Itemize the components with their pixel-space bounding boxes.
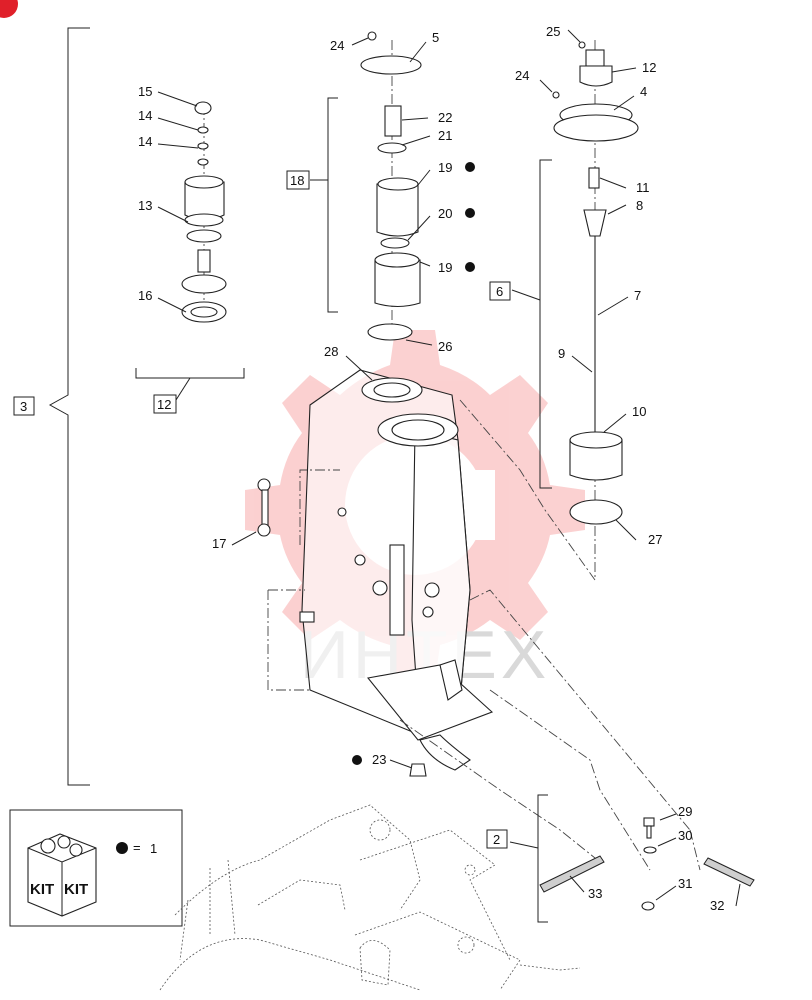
callout-19b: 19: [438, 260, 452, 275]
kit-dot-20: [465, 208, 475, 218]
callout-26: 26: [438, 339, 452, 354]
callout-20: 20: [438, 206, 452, 221]
callout-17: 17: [212, 536, 226, 551]
callout-12a: 12: [642, 60, 656, 75]
kit-dot-19a: [465, 162, 475, 172]
callout-28: 28: [324, 344, 338, 359]
hydraulic-tank: [299, 369, 494, 771]
kit-dot-19b: [465, 262, 475, 272]
callout-21: 21: [438, 128, 452, 143]
callout-29: 29: [678, 804, 692, 819]
callout-30: 30: [678, 828, 692, 843]
corner-marker-icon: [0, 0, 18, 18]
callout-24b: 24: [515, 68, 529, 83]
callout-22: 22: [438, 110, 452, 125]
callout-7: 7: [634, 288, 641, 303]
callout-13: 13: [138, 198, 152, 213]
callout-15: 15: [138, 84, 152, 99]
kit-legend-value: 1: [150, 841, 157, 856]
callout-6: 6: [496, 284, 503, 299]
filter-assembly: [360, 31, 422, 341]
callout-18: 18: [290, 173, 304, 188]
callout-12b: 12: [157, 397, 171, 412]
callout-19a: 19: [438, 160, 452, 175]
linkage-rod: [257, 478, 347, 537]
callout-16: 16: [138, 288, 152, 303]
valve-kit-assembly: [181, 101, 227, 323]
callout-11: 11: [636, 180, 650, 195]
kit-legend: KIT KIT = 1: [9, 809, 183, 927]
kit-label-2: KIT: [64, 881, 88, 898]
callout-10: 10: [632, 404, 646, 419]
callout-24a: 24: [330, 38, 344, 53]
callout-5: 5: [432, 30, 439, 45]
kit-dot-23: [352, 755, 362, 765]
callout-27: 27: [648, 532, 662, 547]
callout-32: 32: [710, 898, 724, 913]
pin-32: [703, 857, 755, 887]
callout-31: 31: [678, 876, 692, 891]
callout-3: 3: [20, 399, 27, 414]
callout-2: 2: [493, 832, 500, 847]
callout-33: 33: [588, 886, 602, 901]
pin-33: [539, 855, 605, 893]
callout-25: 25: [546, 24, 560, 39]
callout-4: 4: [640, 84, 647, 99]
kit-legend-equals: =: [133, 840, 141, 855]
callout-8: 8: [636, 198, 643, 213]
callout-9: 9: [558, 346, 565, 361]
machine-frame: [159, 804, 581, 991]
callout-23: 23: [372, 752, 386, 767]
kit-legend-dot: [116, 842, 128, 854]
kit-label-1: KIT: [30, 881, 54, 898]
callout-14b: 14: [138, 134, 152, 149]
callout-14a: 14: [138, 108, 152, 123]
